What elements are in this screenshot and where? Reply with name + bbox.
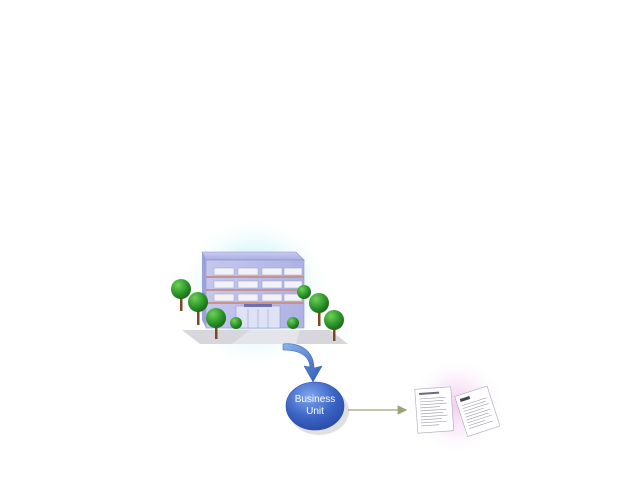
curved-arrow-icon xyxy=(282,343,323,383)
documents-icon xyxy=(409,358,505,454)
business-unit-node xyxy=(285,381,349,435)
building-roof xyxy=(201,251,305,261)
tree-icons xyxy=(171,279,344,341)
office-building-icon xyxy=(171,214,348,370)
building-windows xyxy=(213,267,303,302)
